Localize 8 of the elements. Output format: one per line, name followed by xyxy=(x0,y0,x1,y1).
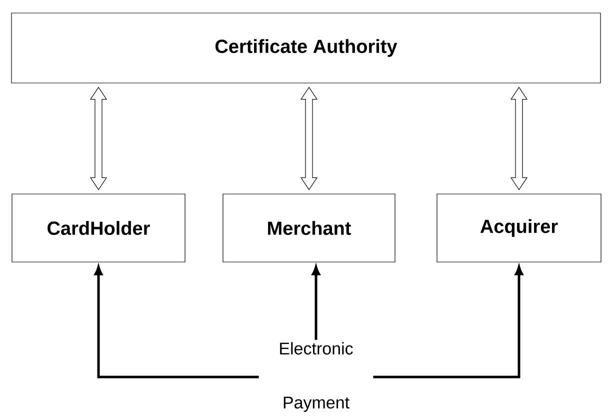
process-box: Acquirer xyxy=(436,194,602,262)
hollow-double-arrow xyxy=(510,86,528,190)
hollow-double-arrow xyxy=(300,86,318,190)
process-box: Merchant xyxy=(222,194,396,262)
hollow-double-arrow xyxy=(90,86,108,190)
process-box: Certificate Authority xyxy=(11,12,601,84)
flow-label: Electronic Payment xyxy=(280,342,353,412)
process-box: CardHolder xyxy=(12,194,186,262)
